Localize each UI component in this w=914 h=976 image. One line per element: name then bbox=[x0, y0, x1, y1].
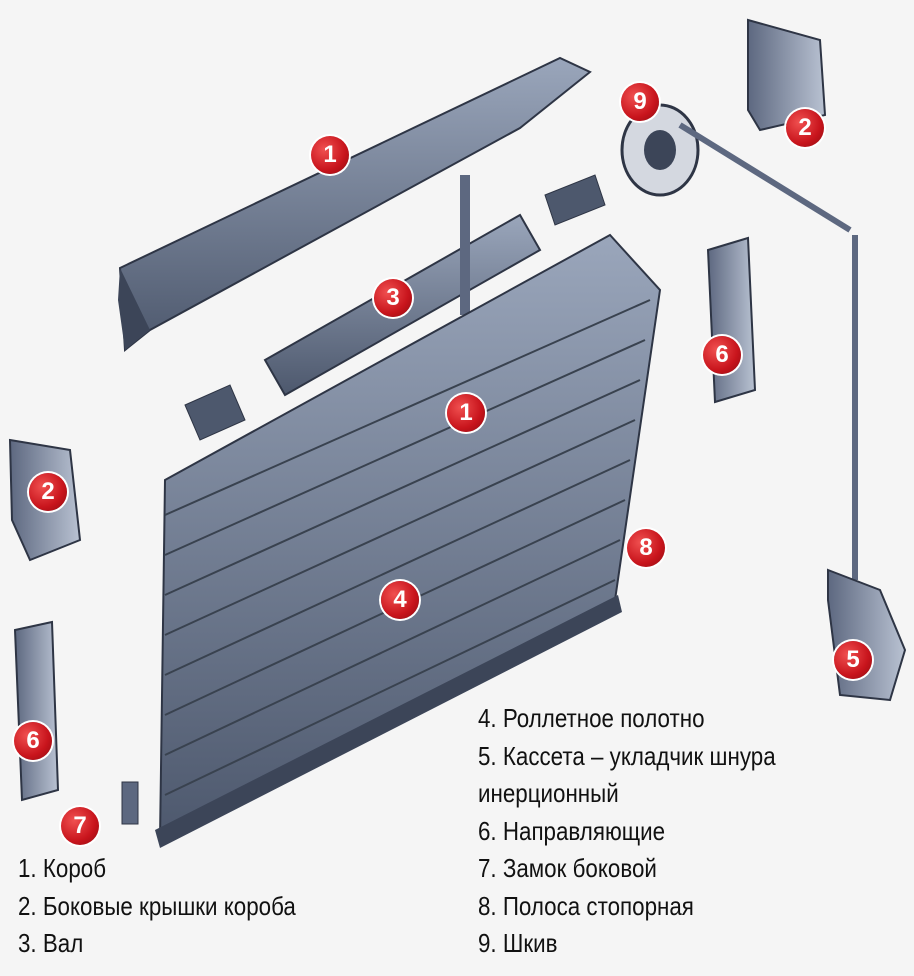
marker-7-lock: 7 bbox=[61, 807, 99, 845]
pulley-hub bbox=[644, 130, 676, 170]
marker-1-box: 1 bbox=[311, 136, 349, 174]
legend-right: 4. Роллетное полотно 5. Кассета – укладч… bbox=[478, 700, 776, 963]
guide-rail-left bbox=[13, 620, 60, 802]
bottom-bar bbox=[155, 595, 622, 848]
shaft-end-right bbox=[544, 174, 606, 226]
marker-3-shaft: 3 bbox=[374, 279, 412, 317]
marker-6-guide: 6 bbox=[703, 336, 741, 374]
legend-item: 8. Полоса стопорная bbox=[478, 890, 694, 921]
curtain-slats bbox=[164, 299, 651, 796]
marker-5-cassette: 5 bbox=[834, 641, 872, 679]
cord-cassette bbox=[827, 568, 907, 702]
side-lock bbox=[121, 781, 139, 825]
legend-item: 4. Роллетное полотно bbox=[478, 703, 705, 733]
guide-rail-right bbox=[706, 236, 757, 404]
marker-6-guide: 6 bbox=[14, 722, 52, 760]
legend-item: 6. Направляющие bbox=[478, 815, 666, 846]
marker-8-stop-strip: 8 bbox=[627, 529, 665, 567]
legend-item: 1. Короб bbox=[18, 853, 107, 883]
cord bbox=[678, 122, 852, 233]
legend-item: 3. Вал bbox=[18, 928, 84, 958]
legend-item: 9. Шкив bbox=[478, 928, 558, 958]
legend-item: инерционный bbox=[478, 778, 619, 808]
legend-item: 2. Боковые крышки короба bbox=[18, 890, 296, 921]
legend-item: 7. Замок боковой bbox=[478, 853, 657, 883]
roller-curtain bbox=[158, 233, 662, 842]
box-cover-side bbox=[118, 268, 150, 350]
marker-9-pulley: 9 bbox=[621, 83, 659, 121]
shaft-end-left bbox=[184, 384, 246, 441]
marker-2-side-cap: 2 bbox=[786, 109, 824, 147]
legend-item: 5. Кассета – укладчик шнура bbox=[478, 740, 776, 771]
legend-left: 1. Короб 2. Боковые крышки короба 3. Вал bbox=[18, 850, 296, 963]
marker-4-curtain: 4 bbox=[381, 581, 419, 619]
marker-1-box: 1 bbox=[447, 394, 485, 432]
marker-2-side-cap: 2 bbox=[29, 473, 67, 511]
shaft-bracket bbox=[460, 175, 470, 315]
